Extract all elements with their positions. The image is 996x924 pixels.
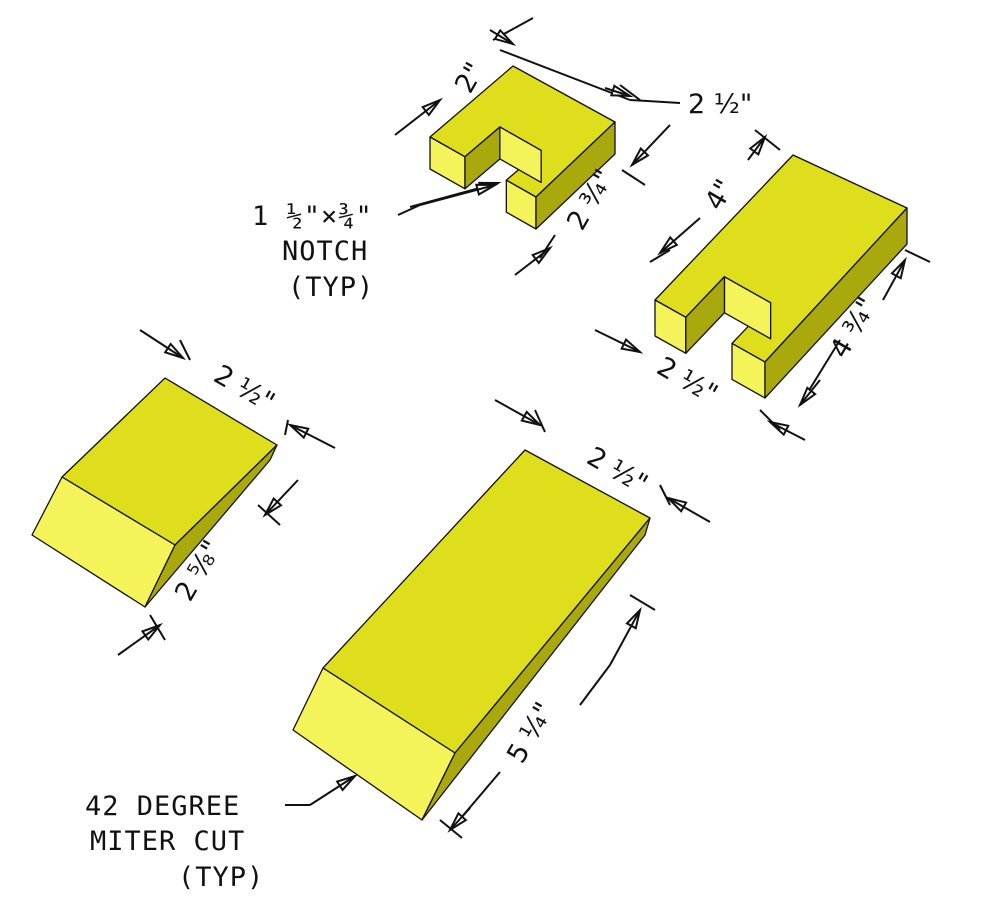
miter-block-small (31, 377, 278, 608)
leader-line (449, 807, 471, 831)
notch-side-face (464, 126, 501, 190)
side-face (764, 207, 908, 399)
leader-line (419, 184, 496, 206)
notch-note-label: NOTCH (282, 236, 368, 267)
dimension-line (534, 409, 546, 433)
leader-line (117, 624, 161, 656)
dimension-line (629, 99, 681, 104)
side-face (421, 517, 651, 821)
side-face (144, 444, 278, 608)
dimension-line (621, 169, 646, 186)
dim-notch-block-length: 2 ½" (688, 89, 752, 120)
notched-block-long (654, 154, 908, 399)
leader-line (882, 259, 906, 301)
miter-note-typ: (TYP) (178, 862, 264, 893)
dimension-line (759, 409, 781, 431)
miter-block-large (292, 449, 651, 821)
dimension-line (659, 484, 671, 506)
leader-line (799, 379, 821, 406)
leader-line (609, 609, 641, 666)
dimension-line (499, 49, 631, 101)
notch-note-size: 1 ½"×¾" (252, 201, 373, 232)
dimension-line (539, 234, 556, 259)
leader-line (494, 399, 541, 426)
dimension-line (179, 339, 191, 361)
dimension-line (619, 84, 641, 101)
dimension-lines (117, 17, 931, 839)
leader-line (264, 479, 299, 516)
leader-line (489, 29, 514, 45)
leader-line (594, 329, 641, 353)
leader-line (289, 424, 336, 449)
leader-line (631, 124, 671, 166)
notch-note-typ: (TYP) (288, 272, 374, 303)
dim-small-miter-width: 2 ½" (209, 359, 280, 418)
dimension-line (754, 129, 781, 151)
side-face (535, 121, 616, 230)
dimension-line (579, 664, 611, 706)
dim-long-block-end: 2 ½" (652, 351, 723, 410)
notched-block-small (429, 65, 616, 230)
dimension-line (284, 419, 289, 436)
blocks (31, 65, 908, 821)
leader-line (667, 497, 711, 523)
dimension-line (904, 249, 931, 263)
dimension-line (149, 614, 166, 641)
leader-line (394, 99, 441, 136)
dimension-line (257, 504, 281, 526)
leader-line (139, 329, 184, 359)
dim-long-block-width: 4" (699, 174, 741, 215)
dimension-line (439, 819, 463, 839)
miter-note-angle: 42 DEGREE (85, 791, 240, 822)
miter-note-label: MITER CUT (90, 826, 245, 857)
leader-line (747, 136, 766, 161)
leader-line (309, 775, 356, 806)
dimension-line (629, 594, 656, 611)
leader-line (604, 87, 631, 97)
leader-line (659, 217, 701, 254)
note-leader (397, 204, 421, 216)
dimension-line (649, 249, 671, 263)
notch-side-face (685, 276, 726, 355)
